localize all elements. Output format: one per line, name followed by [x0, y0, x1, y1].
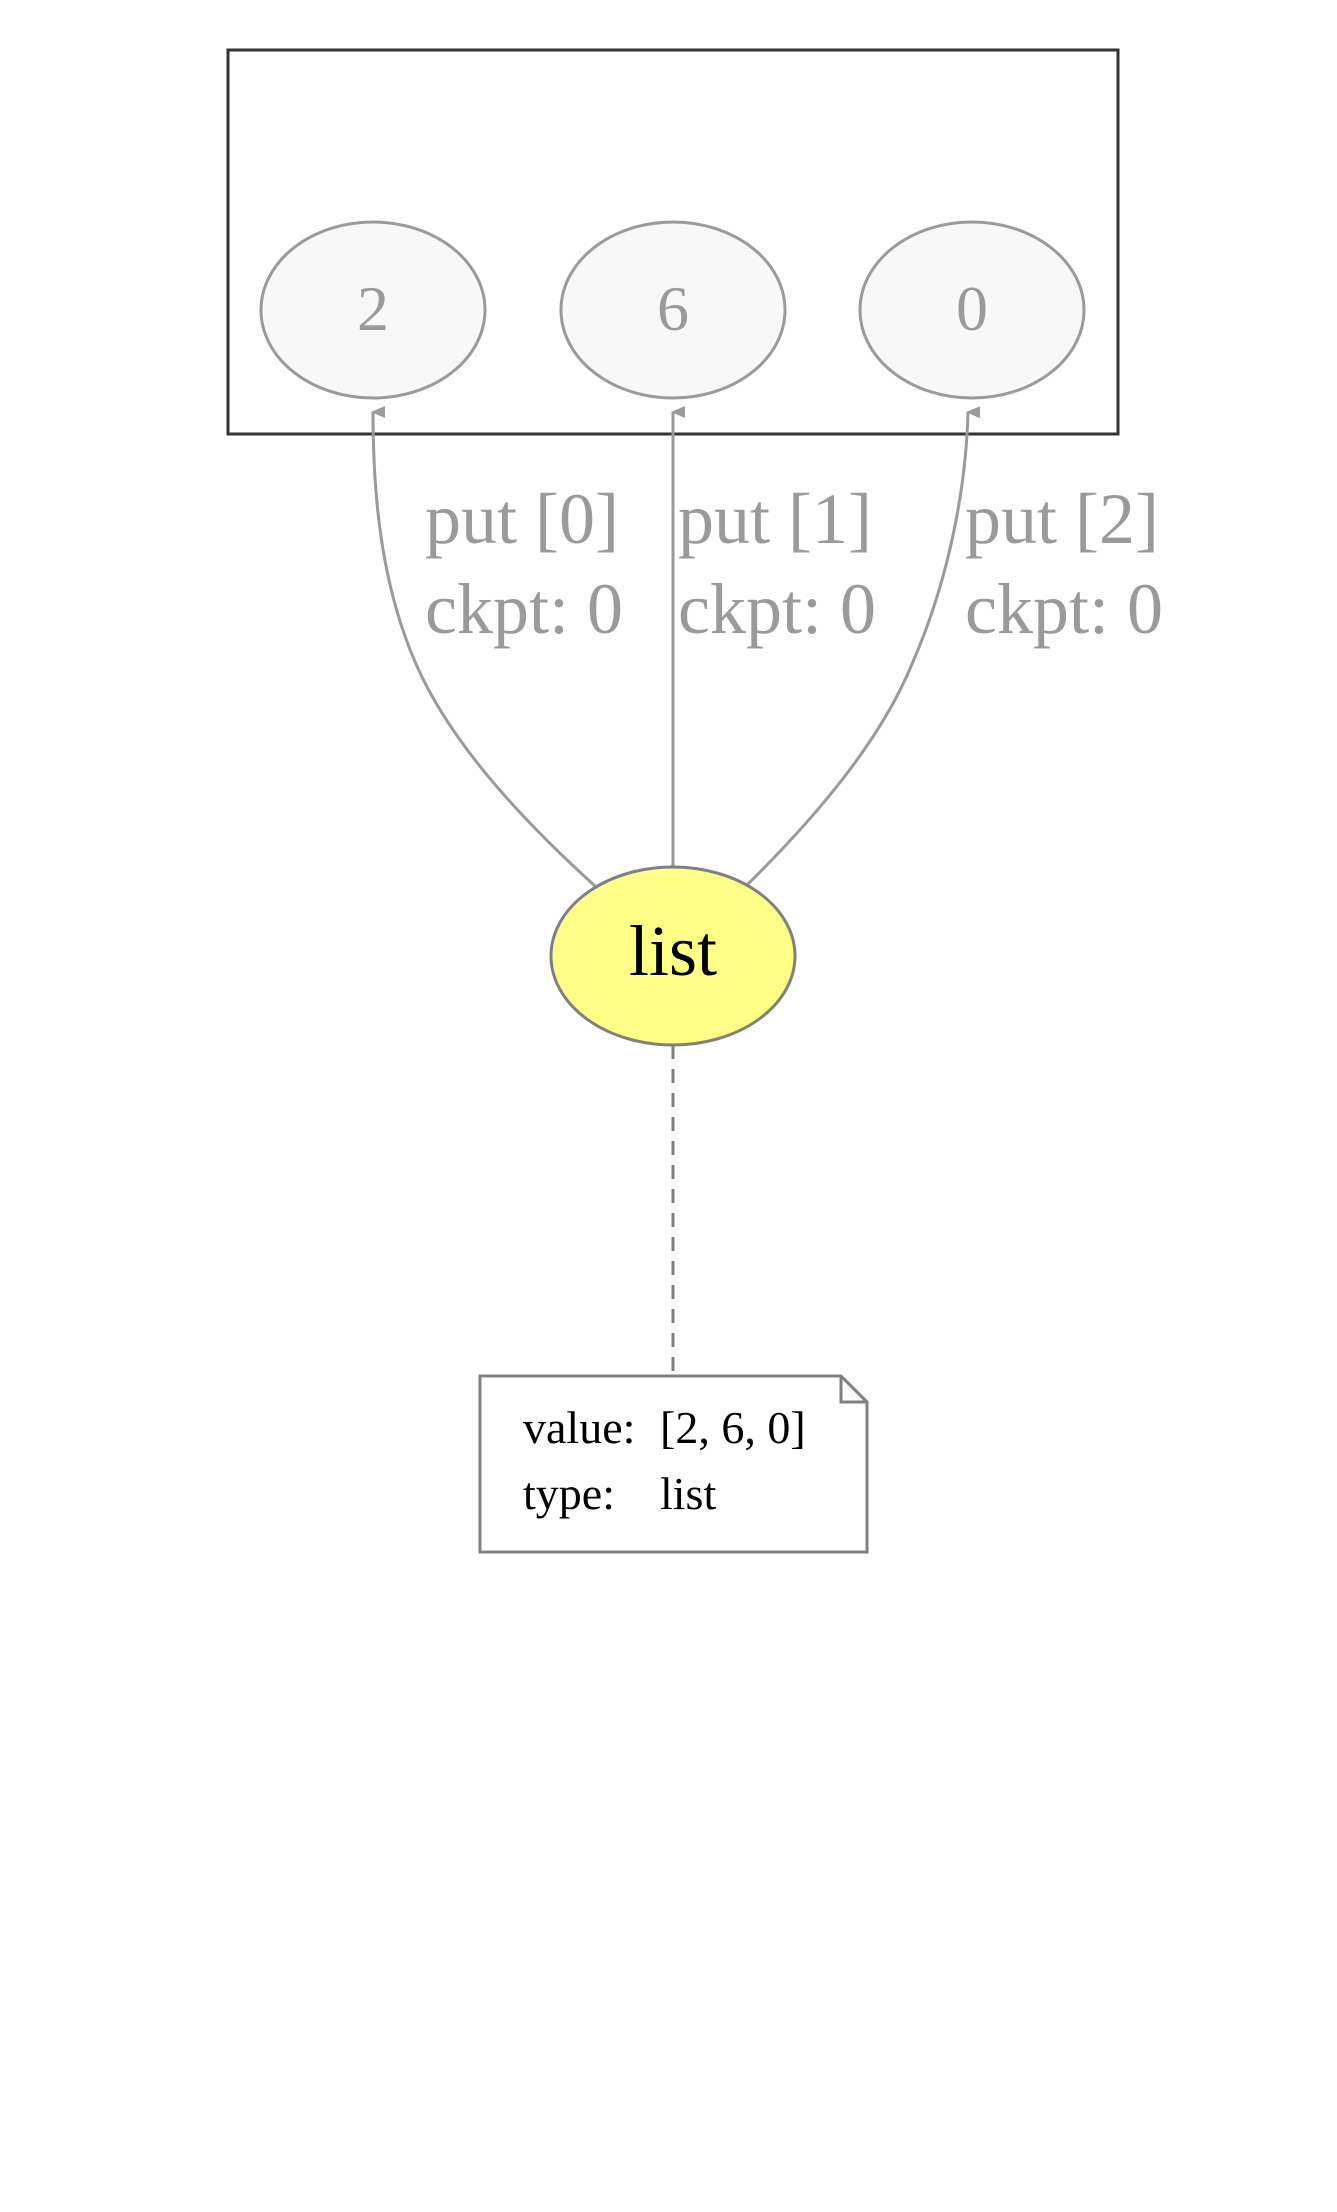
edge-label-put-2-line2: ckpt: 0: [965, 569, 1163, 649]
edge-label-put-0-line2: ckpt: 0: [425, 569, 623, 649]
element-node-2[interactable]: 2: [259, 220, 487, 400]
value-note: value: [2, 6, 0] type: list: [478, 1374, 869, 1554]
element-node-0[interactable]: 0: [858, 220, 1086, 400]
value-note-fold: [839, 1376, 867, 1404]
note-type-val: list: [660, 1468, 716, 1519]
edge-label-put-1-line1: put [1]: [678, 479, 872, 559]
element-node-0-shape: [858, 220, 1086, 400]
edge-label-put-0-line1: put [0]: [425, 479, 619, 559]
element-node-0-label: 0: [956, 273, 988, 344]
element-node-6-label: 6: [657, 273, 689, 344]
edge-label-put-2-line1: put [2]: [965, 479, 1159, 559]
value-note-shape: [478, 1374, 869, 1554]
edge-label-put-1: put [1] ckpt: 0: [678, 479, 876, 649]
note-value-key: value:: [523, 1402, 635, 1453]
element-node-2-shape: [259, 220, 487, 400]
list-node-label: list: [629, 911, 717, 991]
note-value-val: [2, 6, 0]: [660, 1402, 806, 1453]
list-node[interactable]: list: [549, 865, 797, 1047]
note-type-key: type:: [523, 1468, 615, 1519]
edge-put-2: [744, 406, 981, 888]
element-node-6-shape: [559, 220, 787, 400]
element-node-6[interactable]: 6: [559, 220, 787, 400]
element-node-2-label: 2: [357, 273, 389, 344]
edge-label-put-2: put [2] ckpt: 0: [965, 479, 1163, 649]
edge-label-put-1-line2: ckpt: 0: [678, 569, 876, 649]
edge-label-put-0: put [0] ckpt: 0: [425, 479, 623, 649]
edge-put-0: [371, 405, 597, 888]
